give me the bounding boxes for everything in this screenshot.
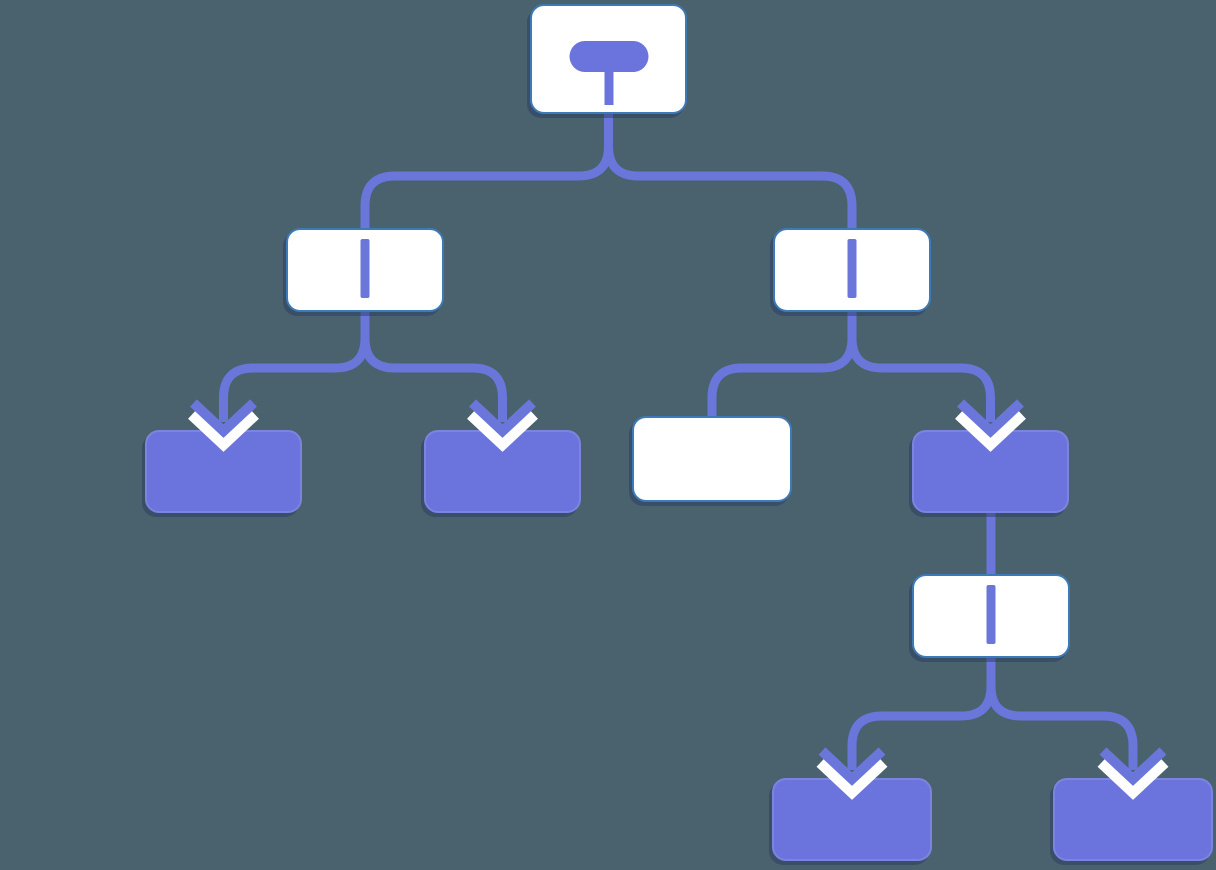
vertical-divider-icon [775,230,929,310]
pill-shape [569,41,648,72]
flow-node-leaf-b[interactable] [424,430,581,513]
flow-node-purple-mid[interactable] [912,430,1069,513]
divider-bar [360,239,370,298]
connector-edge [360,312,507,422]
connector-edge [604,114,857,234]
flow-node-branch-right[interactable] [773,228,931,312]
connector-edge [219,312,370,422]
flow-node-root[interactable] [530,4,687,114]
root-pill-icon [532,6,685,112]
connector-edge [847,312,995,422]
flow-node-leaf-d[interactable] [1053,778,1213,861]
flow-node-plain-white[interactable] [632,416,792,502]
vertical-divider-icon [914,576,1068,656]
connector-edge [847,658,996,770]
flow-node-leaf-c[interactable] [772,778,932,861]
flow-node-branch-bottom[interactable] [912,574,1070,658]
divider-bar [986,585,996,644]
flow-node-branch-left[interactable] [286,228,444,312]
connector-edge [360,114,613,234]
divider-bar [847,239,857,298]
connector-edge [986,658,1138,770]
pill-stem [604,68,613,105]
vertical-divider-icon [288,230,442,310]
flow-node-leaf-a[interactable] [145,430,302,513]
connector-edge [707,312,857,422]
